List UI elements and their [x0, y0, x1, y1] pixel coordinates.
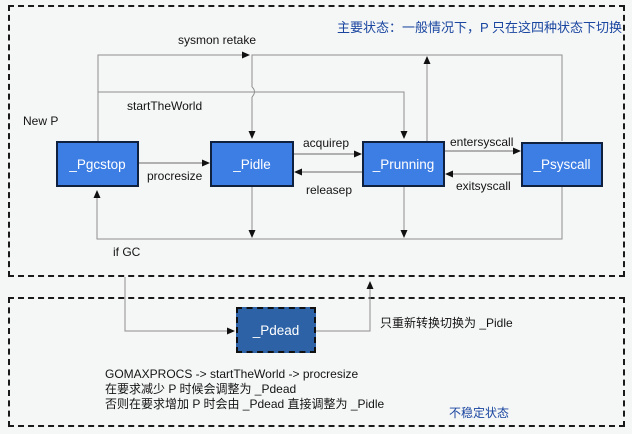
state-box-psyscall: _Psyscall: [521, 142, 603, 187]
state-box-prunning: _Prunning: [362, 141, 445, 187]
label-entersyscall: entersyscall: [450, 135, 514, 149]
footnote-line-1: GOMAXPROCS -> startTheWorld -> procresiz…: [105, 367, 359, 381]
label-starttheworld: startTheWorld: [127, 99, 203, 113]
state-label-pgcstop: _Pgcstop: [69, 156, 126, 172]
state-label-prunning: _Prunning: [372, 156, 435, 172]
edge-to-pdead: [124, 277, 235, 335]
label-pdead-note: 只重新转换切换为 _Pidle: [380, 316, 513, 330]
state-label-pidle: _Pidle: [233, 156, 271, 172]
main-region-note: 主要状态：一般情况下，P 只在这四种状态下切换: [336, 20, 622, 35]
state-box-pdead: _Pdead: [236, 307, 316, 353]
edge-sysmon-retake: [251, 54, 563, 141]
unstable-state-region: [8, 297, 625, 427]
state-box-pidle: _Pidle: [210, 141, 294, 187]
label-releasep: releasep: [306, 183, 353, 197]
main-states-region: [8, 5, 625, 277]
state-label-psyscall: _Psyscall: [533, 157, 591, 172]
edge-starttheworld: [98, 91, 408, 139]
unstable-region-note: 不稳定状态: [448, 406, 509, 420]
label-procresize: procresize: [147, 169, 203, 183]
pdead-footnote: GOMAXPROCS -> startTheWorld -> procresiz…: [105, 367, 384, 412]
edge-pgcstop-top: [97, 51, 250, 141]
label-exitsyscall: exitsyscall: [456, 179, 511, 193]
state-box-pgcstop: _Pgcstop: [56, 141, 139, 187]
footnote-line-3: 否则在要求增加 P 时会由 _Pdead 直接调整为 _Pidle: [105, 397, 385, 411]
edge-if-gc: [93, 187, 563, 240]
label-new-p: New P: [23, 114, 59, 128]
label-sysmon-retake: sysmon retake: [178, 33, 257, 47]
label-acquirep: acquirep: [303, 136, 350, 150]
label-if-gc: if GC: [113, 245, 141, 259]
state-label-pdead: _Pdead: [252, 322, 300, 338]
edge-from-pdead: [316, 281, 374, 332]
footnote-line-2: 在要求减少 P 时候会调整为 _Pdead: [105, 382, 297, 396]
